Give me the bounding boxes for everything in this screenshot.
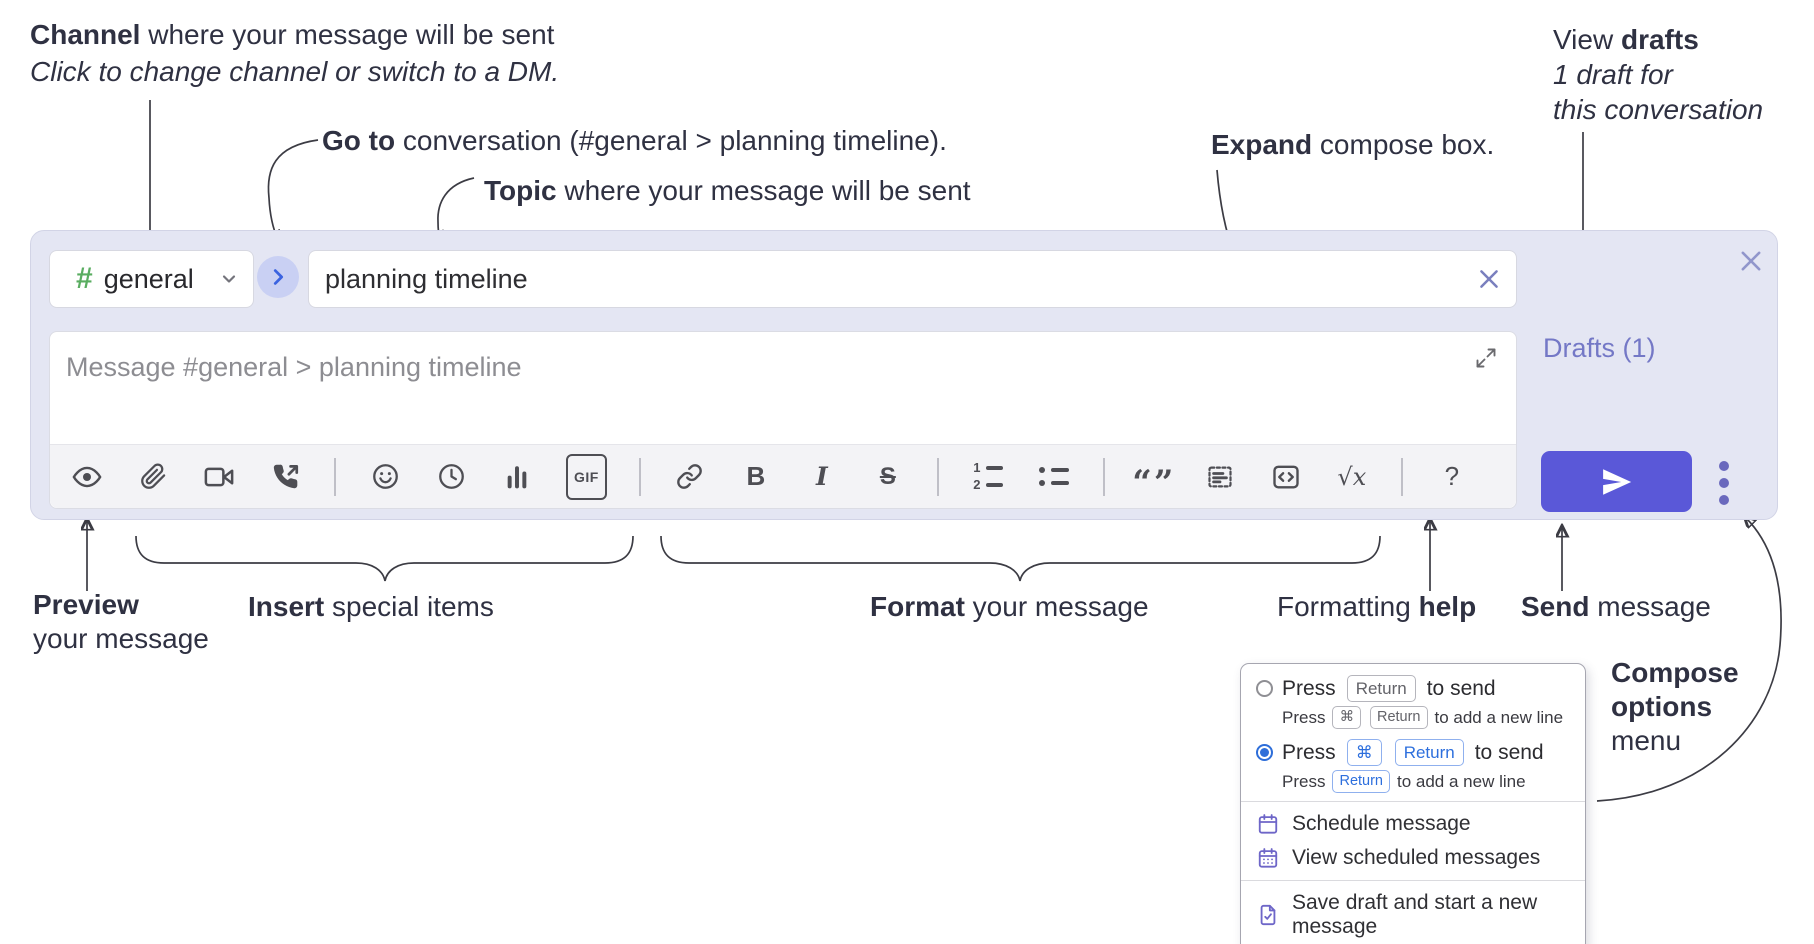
bar-chart-icon: [507, 465, 527, 488]
toolbar-divider: [936, 457, 939, 496]
video-camera-icon: [204, 467, 234, 486]
goto-connector-line: [268, 139, 319, 240]
poll-button[interactable]: [500, 460, 534, 494]
channel-name: general: [103, 263, 194, 294]
chevron-down-icon: [219, 269, 239, 289]
ellipsis-dot: [1719, 478, 1729, 488]
paperclip-icon: [140, 463, 165, 489]
bold-button[interactable]: B: [746, 461, 766, 491]
ellipsis-dot: [1719, 461, 1729, 471]
send-plane-icon: [1602, 468, 1631, 495]
audio-call-button[interactable]: [268, 460, 302, 494]
numbered-list-button[interactable]: 1 2: [971, 460, 1005, 494]
radio-cmd-enter-to-send[interactable]: [1256, 744, 1273, 761]
format-brace: [660, 535, 1381, 582]
annotation-send: Send message: [1521, 591, 1711, 622]
emoji-button[interactable]: [368, 460, 402, 494]
compose-toolbar: GIF B I S 1 2 “”: [50, 444, 1516, 508]
strikethrough-button[interactable]: S: [879, 462, 896, 490]
spoiler-icon: [1208, 466, 1232, 487]
annotation-preview: Preview your message: [33, 589, 209, 654]
compose-box: # general: [30, 230, 1778, 520]
chevron-right-icon: [267, 266, 289, 288]
menu-divider: [1241, 801, 1585, 802]
phone-outgoing-icon: [273, 464, 298, 489]
menu-item-view-scheduled-messages[interactable]: View scheduled messages: [1241, 841, 1585, 875]
topic-input[interactable]: [309, 263, 1472, 295]
annotation-compose-options: Compose options menu: [1611, 657, 1739, 756]
annotation-expand: Expand compose box.: [1211, 129, 1495, 160]
message-input[interactable]: [50, 332, 1516, 440]
code-icon: [1273, 465, 1299, 488]
eye-icon: [72, 466, 102, 487]
code-button[interactable]: [1269, 460, 1303, 494]
video-call-button[interactable]: [202, 460, 236, 494]
attach-file-button[interactable]: [136, 460, 170, 494]
channel-selector[interactable]: # general: [49, 250, 254, 308]
italic-button[interactable]: I: [815, 462, 828, 491]
annotation-channel: Channel where your message will be sent …: [30, 19, 560, 87]
quote-button[interactable]: “”: [1132, 462, 1176, 503]
ellipsis-dot: [1719, 495, 1729, 505]
global-time-button[interactable]: [434, 460, 468, 494]
menu-item-schedule-message[interactable]: Schedule message: [1241, 807, 1585, 841]
compose-options-menu-button[interactable]: [1715, 457, 1733, 509]
link-button[interactable]: [673, 460, 707, 494]
gif-button[interactable]: GIF: [566, 453, 607, 500]
math-button[interactable]: √x: [1337, 462, 1367, 491]
menu-item-save-draft[interactable]: Save draft and start a new message: [1241, 886, 1585, 944]
smiley-icon: [372, 464, 398, 489]
calendar-dots-icon: [1257, 847, 1279, 869]
preview-button[interactable]: [70, 460, 104, 494]
send-button[interactable]: [1541, 451, 1692, 512]
channel-hash-icon: #: [76, 262, 93, 295]
expand-compose-button[interactable]: [1472, 344, 1500, 372]
drafts-link[interactable]: Drafts (1): [1543, 333, 1656, 363]
expand-icon: [1476, 348, 1496, 368]
toolbar-divider: [1102, 457, 1105, 496]
bulleted-list-button[interactable]: [1037, 460, 1071, 494]
toolbar-divider: [1400, 457, 1403, 496]
draft-file-check-icon: [1257, 904, 1279, 926]
close-compose-button[interactable]: [1733, 243, 1769, 279]
close-icon: [1480, 270, 1498, 288]
toolbar-divider: [334, 457, 336, 496]
annotation-insert: Insert special items: [248, 591, 494, 622]
annotation-go-to: Go to conversation (#general > planning …: [322, 125, 947, 156]
annotation-formatting-help: Formatting help: [1277, 591, 1477, 622]
annotation-format: Format your message: [870, 591, 1149, 622]
message-formatting-help-button[interactable]: ?: [1444, 461, 1460, 491]
link-icon: [677, 464, 703, 489]
calendar-icon: [1257, 813, 1279, 835]
go-to-conversation-button[interactable]: [257, 256, 299, 298]
menu-divider: [1241, 880, 1585, 881]
clear-topic-button[interactable]: [1472, 262, 1506, 296]
radio-enter-to-send[interactable]: [1256, 680, 1273, 697]
topic-field: [308, 250, 1517, 308]
clock-icon: [438, 464, 464, 489]
toolbar-divider: [638, 457, 641, 496]
spoiler-button[interactable]: [1203, 460, 1237, 494]
annotation-topic: Topic where your message will be sent: [484, 175, 971, 206]
close-icon: [1741, 251, 1761, 271]
insert-brace: [135, 535, 634, 582]
message-area: GIF B I S 1 2 “”: [49, 331, 1517, 509]
annotation-view-drafts: View drafts 1 draft for this conversatio…: [1553, 24, 1764, 125]
